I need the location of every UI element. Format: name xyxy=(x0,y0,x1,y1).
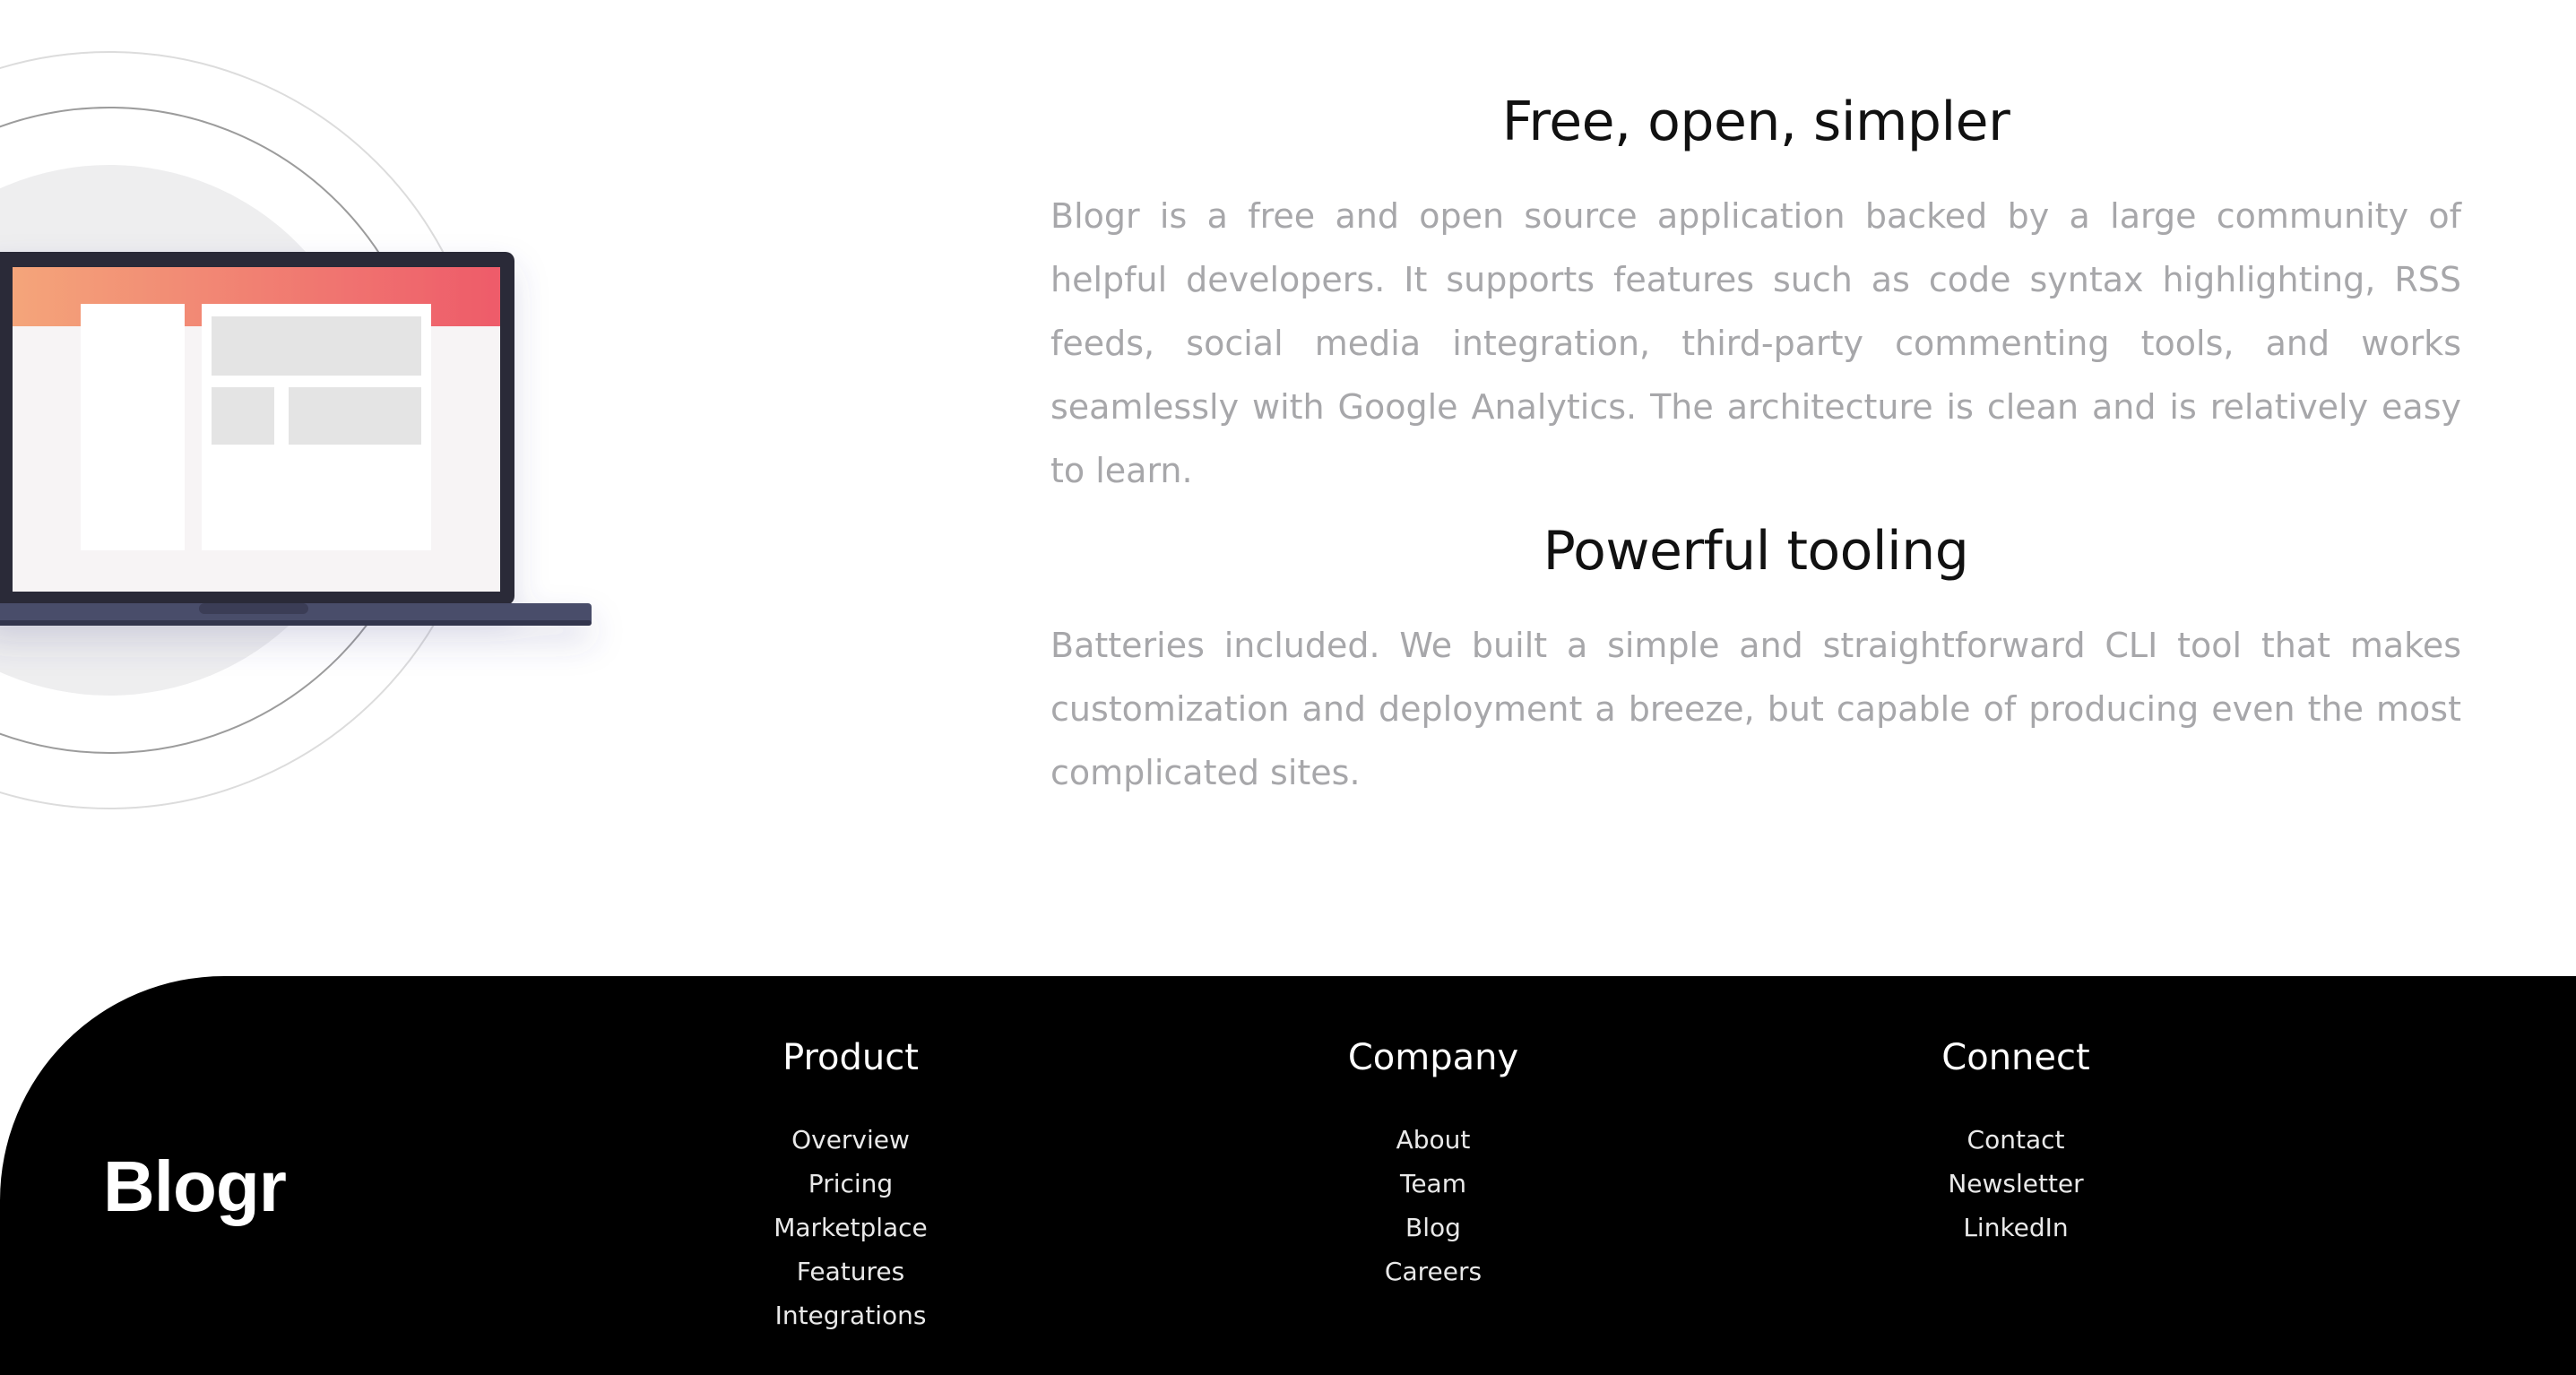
footer-link-blog[interactable]: Blog xyxy=(1405,1213,1461,1242)
footer-link-marketplace[interactable]: Marketplace xyxy=(774,1213,928,1242)
screen-placeholder-small xyxy=(212,387,274,445)
footer-link-newsletter[interactable]: Newsletter xyxy=(1948,1169,2084,1198)
footer-links-list: Overview Pricing Marketplace Features In… xyxy=(662,1118,1039,1337)
footer-column-title: Product xyxy=(782,1037,919,1078)
footer-column-company: Company About Team Blog Careers xyxy=(1245,1035,1621,1293)
footer-logo[interactable]: Blogr xyxy=(103,1146,287,1226)
footer-column-title: Connect xyxy=(1941,1037,2090,1078)
feature-description: Batteries included. We built a simple an… xyxy=(1050,626,2461,792)
footer: Blogr Product Overview Pricing Marketpla… xyxy=(0,976,2576,1375)
footer-link-about[interactable]: About xyxy=(1396,1125,1471,1154)
footer-link-contact[interactable]: Contact xyxy=(1967,1125,2065,1154)
footer-link-overview[interactable]: Overview xyxy=(791,1125,910,1154)
footer-link-pricing[interactable]: Pricing xyxy=(808,1169,894,1198)
features-section: Free, open, simpler Blogr is a free and … xyxy=(1050,77,2461,805)
footer-link-linkedin[interactable]: LinkedIn xyxy=(1963,1213,2069,1242)
footer-links-list: About Team Blog Careers xyxy=(1245,1118,1621,1293)
footer-link-features[interactable]: Features xyxy=(796,1257,905,1286)
footer-column-product: Product Overview Pricing Marketplace Fea… xyxy=(662,1035,1039,1337)
footer-link-team[interactable]: Team xyxy=(1399,1169,1466,1198)
screen-placeholder-top xyxy=(212,316,421,376)
footer-link-careers[interactable]: Careers xyxy=(1384,1257,1482,1286)
feature-title: Powerful tooling xyxy=(1543,520,1969,583)
feature-free-open: Free, open, simpler Blogr is a free and … xyxy=(1050,77,2461,503)
footer-column-title: Company xyxy=(1347,1037,1519,1078)
footer-links-list: Contact Newsletter LinkedIn xyxy=(1828,1118,2204,1250)
laptop xyxy=(0,252,592,626)
feature-title: Free, open, simpler xyxy=(1501,91,2010,153)
laptop-illustration-svg xyxy=(0,51,592,809)
laptop-illustration xyxy=(0,0,627,860)
footer-column-connect: Connect Contact Newsletter LinkedIn xyxy=(1828,1035,2204,1250)
screen-card-left xyxy=(81,304,185,550)
screen-placeholder-wide xyxy=(289,387,421,445)
laptop-base-edge xyxy=(0,620,592,626)
feature-description: Blogr is a free and open source applicat… xyxy=(1050,196,2461,490)
footer-link-integrations[interactable]: Integrations xyxy=(774,1301,927,1330)
feature-powerful-tooling: Powerful tooling Batteries included. We … xyxy=(1050,506,2461,805)
laptop-notch xyxy=(199,603,308,614)
